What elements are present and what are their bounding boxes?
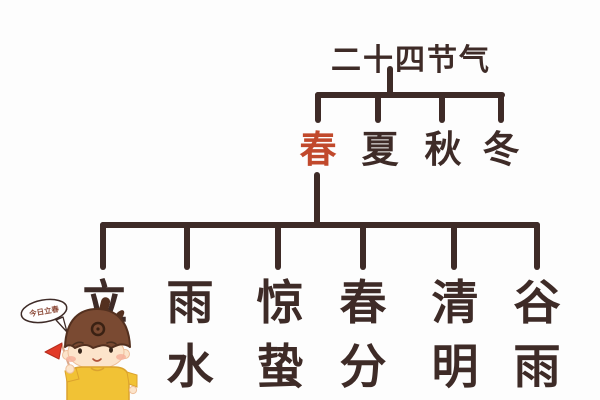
term-yushui: 雨 水 bbox=[162, 272, 218, 400]
eyebrow-right bbox=[106, 341, 117, 345]
connector-stub-autumn bbox=[439, 92, 445, 123]
connector-stub-yushui bbox=[184, 222, 190, 270]
eye-left bbox=[78, 348, 82, 354]
mouth bbox=[92, 358, 102, 362]
connector-stub-guyu bbox=[534, 222, 540, 270]
season-spring: 春 bbox=[299, 128, 337, 171]
speech-bubble-outline bbox=[20, 298, 68, 324]
term-char: 水 bbox=[166, 340, 214, 395]
connector-stub-winter bbox=[498, 92, 504, 123]
connector-stub-jingzhe bbox=[275, 222, 281, 270]
blush-right bbox=[116, 354, 126, 360]
mascot-boy: 今日立春 bbox=[20, 297, 138, 400]
connector-terms-bar bbox=[100, 222, 540, 228]
season-winter: 冬 bbox=[482, 128, 520, 171]
connector-root-drop bbox=[387, 66, 393, 97]
term-char: 谷 bbox=[513, 276, 561, 331]
connector-stub-chunfen bbox=[360, 222, 366, 270]
term-char: 蛰 bbox=[256, 340, 304, 395]
season-summer: 夏 bbox=[361, 128, 399, 171]
season-autumn: 秋 bbox=[424, 128, 462, 171]
term-chunfen: 春 分 bbox=[335, 272, 391, 400]
hat-emblem-icon bbox=[90, 321, 106, 337]
term-char: 清 bbox=[431, 276, 479, 331]
term-char: 明 bbox=[431, 340, 479, 395]
blush-left bbox=[66, 356, 76, 362]
term-guyu: 谷 雨 bbox=[509, 272, 565, 400]
term-jingzhe: 惊 蛰 bbox=[252, 272, 308, 400]
connector-spring-drop bbox=[314, 172, 320, 226]
sleeve-right bbox=[126, 371, 138, 388]
speech-bubble-tail bbox=[55, 316, 68, 333]
eye-right bbox=[109, 347, 113, 353]
connector-stub-summer bbox=[375, 92, 381, 123]
red-flag-icon bbox=[44, 342, 63, 360]
term-char: 惊 bbox=[256, 276, 304, 331]
diagram-title: 二十四节气 bbox=[331, 43, 491, 78]
term-char: 春 bbox=[339, 276, 387, 331]
speech-bubble: 今日立春 bbox=[20, 298, 68, 333]
hand-left bbox=[65, 364, 75, 374]
connector-stub-qingming bbox=[451, 222, 457, 270]
connector-seasons-bar bbox=[315, 92, 505, 98]
term-char: 分 bbox=[339, 340, 387, 395]
hand-right bbox=[128, 385, 138, 395]
term-qingming: 清 明 bbox=[427, 272, 483, 400]
connector-stub-spring bbox=[315, 92, 321, 123]
hat-emblem-dot bbox=[96, 327, 100, 331]
term-char: 雨 bbox=[166, 276, 214, 331]
term-char: 雨 bbox=[513, 340, 561, 395]
eyebrow-left bbox=[72, 341, 84, 346]
connector-stub-lichun bbox=[100, 222, 106, 270]
shirt-collar bbox=[90, 367, 105, 372]
